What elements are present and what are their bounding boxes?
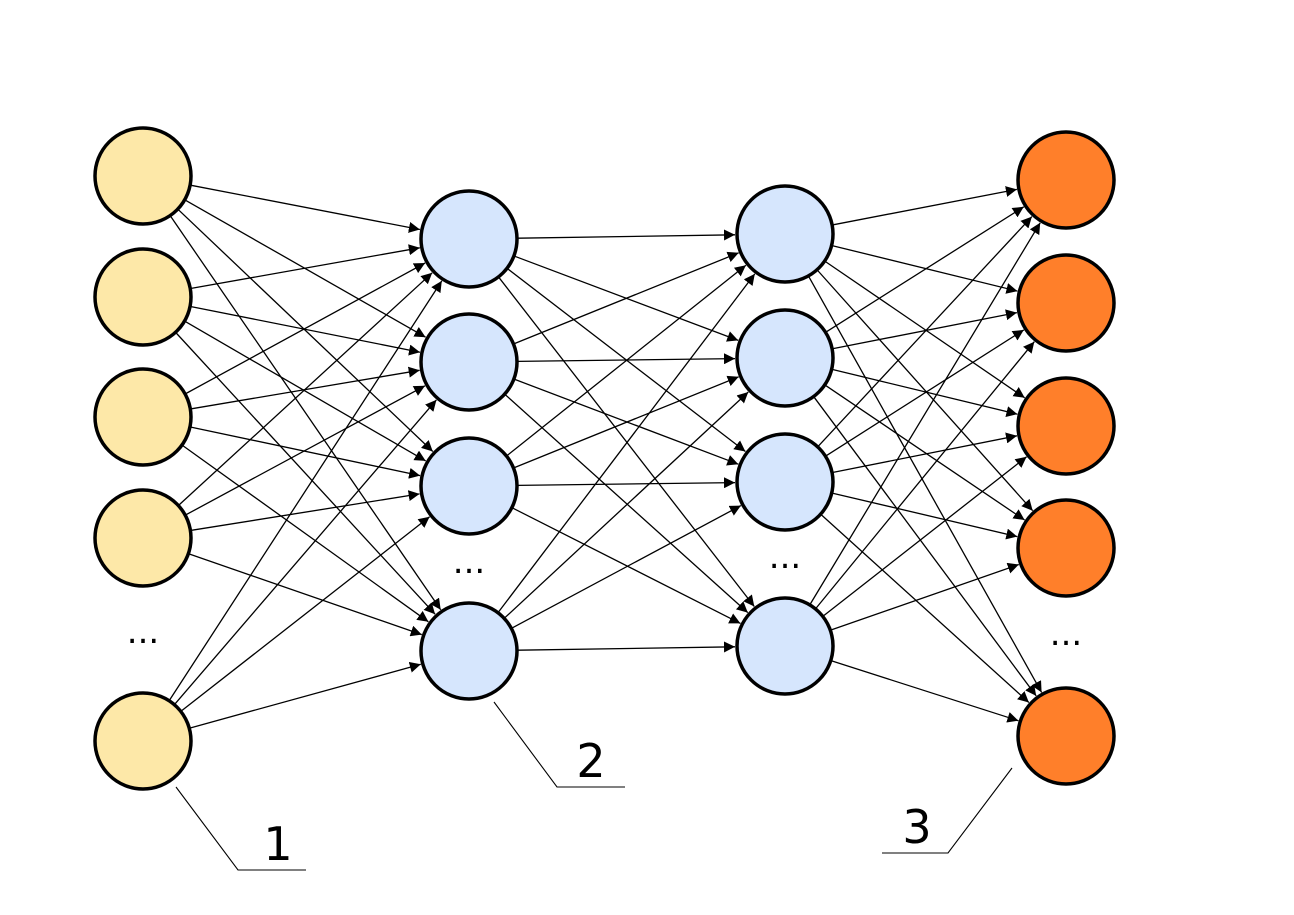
connection-arrow <box>832 186 1018 226</box>
output-layer-label: 3 <box>902 800 931 854</box>
connection-arrow <box>169 280 443 701</box>
connection-arrow <box>832 492 1018 540</box>
output-neuron <box>1016 376 1116 476</box>
connection-arrow <box>175 332 436 615</box>
connection-arrow <box>817 216 1033 447</box>
connection-arrow <box>517 641 736 653</box>
connection-arrow <box>185 321 427 462</box>
connection-arrow <box>815 341 1035 609</box>
connection-arrow <box>826 206 1025 333</box>
connection-arrow <box>823 456 1028 617</box>
hidden-2-neuron <box>735 308 835 408</box>
connection-arrow <box>831 660 1019 723</box>
connection-arrow <box>517 477 736 489</box>
connection-arrow <box>832 245 1018 294</box>
connection-arrow <box>185 385 426 516</box>
connection-arrow <box>820 514 1030 703</box>
input-layer-callout-line <box>175 786 306 871</box>
connection-arrow <box>170 216 442 611</box>
connection-arrow <box>498 273 756 613</box>
connection-arrow <box>174 399 437 705</box>
input-layer-label: 1 <box>263 817 292 871</box>
input-layer-ellipsis: ... <box>127 612 159 652</box>
connection-arrow <box>832 432 1018 474</box>
connection-arrow <box>182 445 429 623</box>
connection-arrow <box>190 305 421 356</box>
input-neuron <box>93 488 193 588</box>
output-neuron <box>1016 686 1116 786</box>
connection-arrow <box>190 661 421 729</box>
connection-arrow <box>190 426 421 479</box>
connection-arrow <box>189 553 423 637</box>
connection-arrow <box>825 261 1026 399</box>
connection-arrow <box>506 264 747 456</box>
output-layer-callout-line <box>882 767 1013 854</box>
connection-arrow <box>178 272 433 506</box>
hidden-1-neuron <box>419 436 519 536</box>
connection-arrow <box>191 490 420 531</box>
connections <box>169 184 1043 729</box>
hidden-2-neuron <box>735 596 835 696</box>
connection-arrow <box>511 505 742 629</box>
connection-arrow <box>825 329 1025 457</box>
connection-arrow <box>514 251 739 345</box>
neurons <box>93 126 1116 791</box>
connection-arrow <box>831 562 1020 631</box>
output-neuron <box>1016 253 1116 353</box>
hidden-layer-2-ellipsis: ... <box>769 537 801 577</box>
input-neuron <box>93 367 193 467</box>
connection-arrow <box>517 229 736 241</box>
hidden-layer-callout-line <box>493 701 625 788</box>
hidden-2-neuron <box>735 432 835 532</box>
connection-arrow <box>178 209 434 452</box>
input-neuron <box>93 691 193 791</box>
hidden-1-neuron <box>419 189 519 289</box>
connection-arrow <box>512 507 741 624</box>
connection-arrow <box>813 396 1037 697</box>
input-neuron <box>93 247 193 347</box>
connection-arrow <box>181 516 431 712</box>
hidden-1-neuron <box>419 312 519 412</box>
hidden-layer-label: 2 <box>576 734 605 788</box>
connection-arrow <box>504 394 749 614</box>
hidden-1-neuron <box>419 601 519 701</box>
hidden-2-neuron <box>735 184 835 284</box>
connection-arrow <box>817 270 1034 512</box>
connection-arrow <box>825 384 1025 521</box>
connection-arrow <box>504 391 749 619</box>
connection-arrow <box>190 184 421 233</box>
output-neuron <box>1016 498 1116 598</box>
hidden-layer-1-ellipsis: ... <box>453 542 485 582</box>
output-neuron <box>1016 130 1116 230</box>
connection-arrow <box>809 222 1041 605</box>
input-neuron <box>93 126 193 226</box>
connection-arrow <box>185 199 426 338</box>
connection-arrow <box>191 244 420 290</box>
connection-arrow <box>185 262 426 395</box>
connection-arrow <box>514 375 739 469</box>
connection-arrow <box>832 368 1018 417</box>
output-layer-ellipsis: ... <box>1050 614 1082 654</box>
connection-arrow <box>808 276 1043 693</box>
